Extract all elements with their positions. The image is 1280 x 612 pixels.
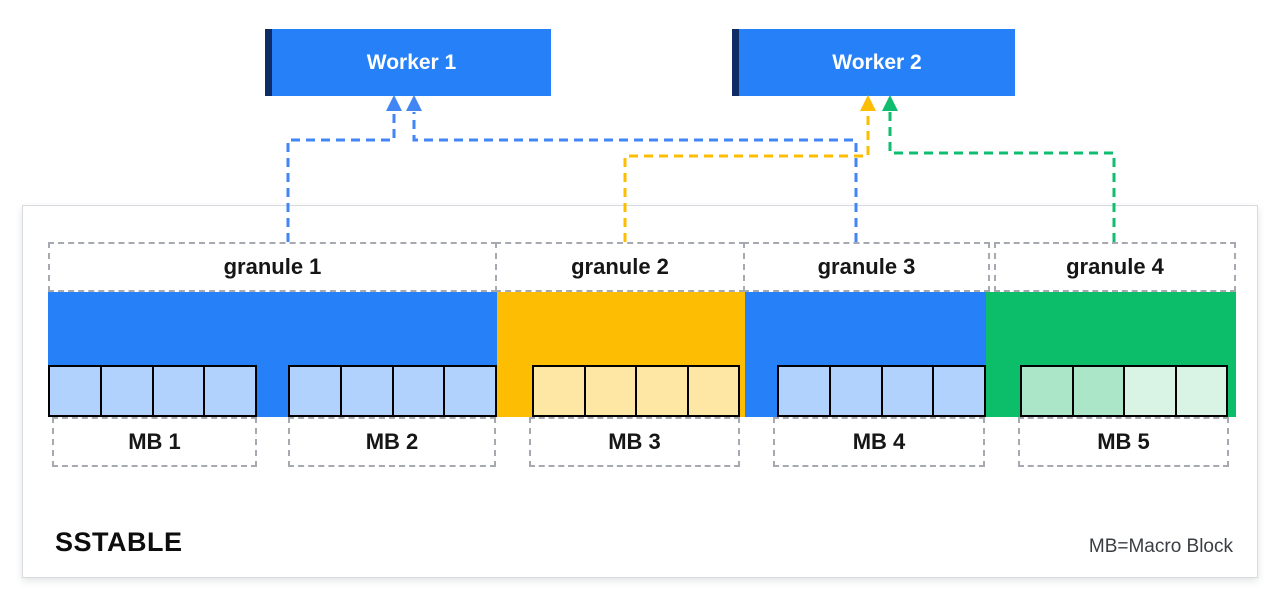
mb-3-cell [532, 365, 586, 417]
granule-1-box: granule 1 [48, 242, 497, 292]
worker-2-label: Worker 2 [832, 50, 922, 74]
mb-5-cell [1020, 365, 1074, 417]
worker-1-label: Worker 1 [366, 50, 457, 74]
mb-2-cell [443, 365, 497, 417]
arrowhead-granule3-worker1 [406, 95, 422, 111]
mb-3-cell [686, 365, 740, 417]
mb-4-box: MB 4 [773, 417, 985, 467]
mb-5-cell [1071, 365, 1125, 417]
mb-4-cell [880, 365, 935, 417]
mb-2-box: MB 2 [288, 417, 496, 467]
mb-3-box: MB 3 [529, 417, 740, 467]
mb-4-cells [777, 365, 986, 417]
mb-3-cell [635, 365, 689, 417]
worker-2-box: Worker 2 [732, 29, 1015, 96]
mb-2-label: MB 2 [365, 429, 419, 454]
granule-2-label: granule 2 [571, 254, 669, 279]
mb-2-cell [288, 365, 342, 417]
mb-2-cells [288, 365, 497, 417]
mb-5-cell [1123, 365, 1177, 417]
mb-1-cell [203, 365, 257, 417]
mb-3-label: MB 3 [608, 429, 661, 454]
granule-4-label: granule 4 [1066, 254, 1164, 279]
mb-1-label: MB 1 [128, 429, 181, 454]
mb-4-cell [932, 365, 986, 417]
mb-3-cell [583, 365, 637, 417]
mb-4-cell [828, 365, 883, 417]
granule-2-box: granule 2 [495, 242, 745, 292]
mb-3-cells [532, 365, 740, 417]
granule-3-box: granule 3 [743, 242, 990, 292]
granule-1-label: granule 1 [223, 254, 322, 279]
legend-note: MB=Macro Block [1088, 536, 1233, 557]
mb-1-box: MB 1 [52, 417, 257, 467]
mb-2-cell [391, 365, 446, 417]
mb-5-box: MB 5 [1018, 417, 1229, 467]
mb-2-cell [339, 365, 394, 417]
mb-5-cell [1174, 365, 1228, 417]
mb-1-cell [99, 365, 154, 417]
mb-5-label: MB 5 [1097, 429, 1150, 454]
granule-4-box: granule 4 [994, 242, 1236, 292]
mb-1-cells [48, 365, 257, 417]
mb-1-cell [151, 365, 206, 417]
mb-1-cell [48, 365, 102, 417]
arrowhead-granule1-worker1 [386, 95, 402, 111]
worker-1-box: Worker 1 [265, 29, 551, 96]
arrowhead-granule4-worker2 [882, 95, 898, 111]
sstable-title: SSTABLE [55, 527, 183, 557]
mb-5-cells [1020, 365, 1228, 417]
mb-4-label: MB 4 [852, 429, 906, 454]
arrowhead-granule2-worker2 [860, 95, 876, 111]
mb-4-cell [777, 365, 831, 417]
granule-3-label: granule 3 [817, 254, 916, 279]
